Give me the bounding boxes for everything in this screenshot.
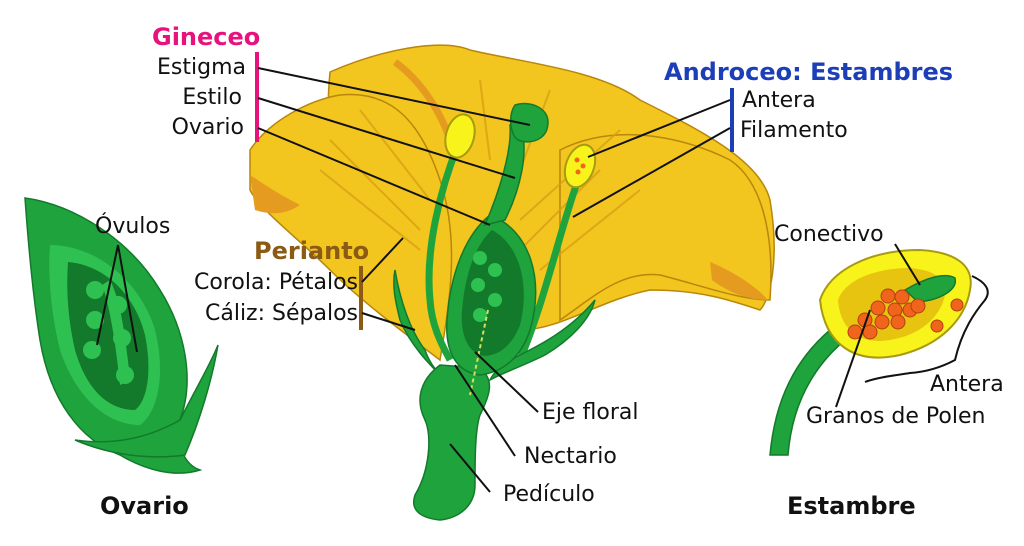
- gineceo-title: Gineceo: [152, 23, 261, 51]
- ovary-ovules: [83, 280, 134, 385]
- label-estigma: Estigma: [157, 55, 246, 80]
- label-ovulos: Óvulos: [95, 214, 171, 239]
- petal-right-shade: [710, 262, 768, 300]
- label-eje-floral: Eje floral: [542, 400, 639, 425]
- flower: [249, 44, 775, 521]
- stamen-right-filament: [516, 178, 582, 362]
- perianto-title: Perianto: [254, 237, 370, 265]
- caption-estambre: Estambre: [787, 492, 916, 520]
- ovary-base: [74, 344, 219, 458]
- stamen-left-anther: [444, 113, 476, 159]
- stamen-panel-connective: [903, 274, 956, 303]
- stamen-left-filament: [425, 143, 462, 362]
- anther-bracket: [864, 275, 989, 383]
- floral-axis-line: [469, 309, 489, 396]
- androceo-title: Androceo: Estambres: [664, 58, 954, 86]
- ovary-panel: [24, 197, 219, 474]
- label-ovario: Ovario: [171, 115, 244, 140]
- label-pediculo: Pedículo: [503, 482, 595, 507]
- petal-left: [249, 93, 453, 362]
- label-antera: Antera: [742, 88, 816, 113]
- petal-left-shade: [250, 175, 300, 214]
- label-granos-polen: Granos de Polen: [806, 404, 986, 429]
- leader-lines: [96, 67, 921, 493]
- stamen-panel-filament: [769, 329, 847, 456]
- label-estilo: Estilo: [182, 85, 242, 110]
- pistil-stigma: [510, 102, 549, 143]
- label-filamento: Filamento: [740, 118, 848, 143]
- caption-ovario: Ovario: [100, 492, 189, 520]
- label-nectario: Nectario: [524, 444, 617, 469]
- label-antera-detail: Antera: [930, 372, 1004, 397]
- label-caliz: Cáliz: Sépalos: [204, 301, 358, 326]
- label-conectivo: Conectivo: [774, 222, 884, 247]
- label-corola: Corola: Pétalos: [193, 270, 358, 295]
- sepal-right: [488, 299, 596, 382]
- stamen-right-anther: [563, 143, 597, 189]
- pedicel: [413, 364, 491, 521]
- stamen-right-pollen: [574, 157, 586, 175]
- flower-ovules: [471, 251, 502, 322]
- stamen-panel-pollen: [847, 288, 964, 340]
